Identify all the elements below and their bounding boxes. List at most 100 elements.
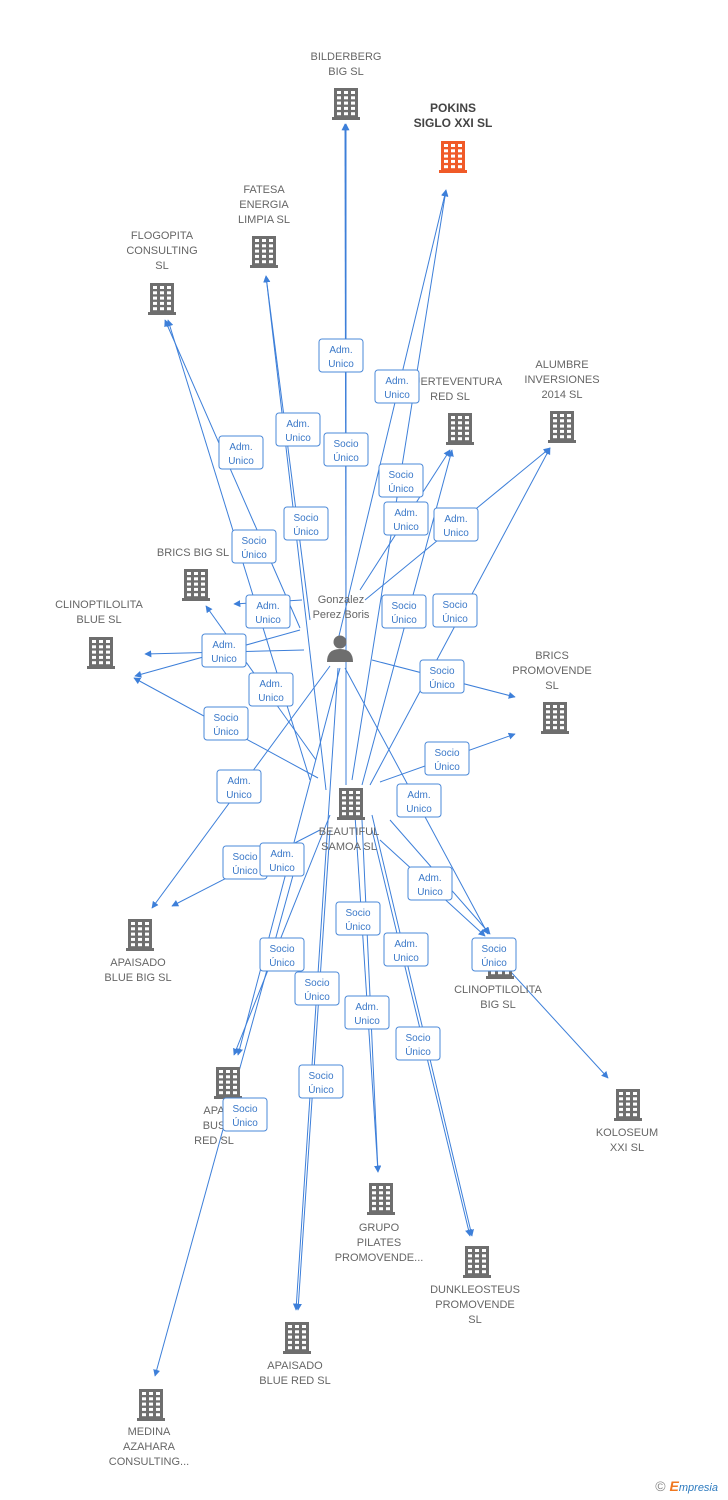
- building-icon-bricsbig[interactable]: [182, 569, 210, 601]
- edge-label-line: Unico: [354, 1016, 380, 1027]
- building-icon-apaisadobus[interactable]: [214, 1067, 242, 1099]
- edge-label-text: Adm.Unico: [226, 776, 252, 801]
- edge-label-line: Socio: [434, 748, 459, 759]
- edge-label-line: Unico: [443, 528, 469, 539]
- edge-label-line: Adm.: [259, 679, 282, 690]
- edge-label-text: Adm.Unico: [443, 514, 469, 539]
- edge-label[interactable]: Adm.Unico: [433, 507, 479, 542]
- edge-label[interactable]: Adm.Unico: [259, 842, 305, 877]
- edge-line: [233, 814, 331, 1056]
- edge-label[interactable]: Adm. Unico: [248, 672, 294, 707]
- building-icon-medina[interactable]: [137, 1389, 165, 1421]
- building-icon-bricspromo[interactable]: [541, 702, 569, 734]
- edge-label-line: Socio: [345, 908, 370, 919]
- building-icon-fatesa[interactable]: [250, 236, 278, 268]
- edge-label-text: Adm.Unico: [285, 419, 311, 444]
- edge-label[interactable]: Adm.Unico: [383, 932, 429, 967]
- edge-label[interactable]: Adm.Unico: [275, 412, 321, 447]
- building-icon-koloseum[interactable]: [614, 1089, 642, 1121]
- node-label-line: 2014 SL: [542, 389, 583, 401]
- edge-label-text: Adm.Unico: [417, 873, 443, 898]
- edge-label[interactable]: Adm.Unico: [407, 866, 453, 901]
- edge-label[interactable]: Adm.Unico: [383, 501, 429, 536]
- building-icon-alumbre[interactable]: [548, 411, 576, 443]
- edge-label-text: Adm.Unico: [406, 790, 432, 815]
- edge-label-line: Unico: [228, 456, 254, 467]
- node-label-bricsbig: BRICS BIG SL: [157, 547, 229, 559]
- node-label-line: SL: [155, 260, 168, 272]
- edge-line: [354, 814, 382, 1173]
- building-icon-apaisadobluered[interactable]: [283, 1322, 311, 1354]
- edge-label-line: Socio: [391, 601, 416, 612]
- building-icon-fuerteventura[interactable]: [446, 413, 474, 445]
- node-label-line: DUNKLEOSTEUS: [430, 1284, 520, 1296]
- building-icon-dunkleosteus[interactable]: [463, 1246, 491, 1278]
- building-icon-clinoblue[interactable]: [87, 637, 115, 669]
- edge-label[interactable]: Adm.Unico: [201, 633, 247, 668]
- edge-label-line: Socio: [232, 852, 257, 863]
- edge-label-line: Adm.: [227, 776, 250, 787]
- edge-label[interactable]: Adm.Unico: [318, 338, 364, 373]
- node-label-line: SIGLO XXI SL: [414, 116, 493, 130]
- building-icon-bilderberg[interactable]: [332, 88, 360, 120]
- edge-label-line: Adm.: [394, 939, 417, 950]
- node-label-line: INVERSIONES: [524, 374, 599, 386]
- node-label-line: KOLOSEUM: [596, 1127, 658, 1139]
- edge-label-line: Unico: [258, 693, 284, 704]
- building-icon-apaisadobluebig[interactable]: [126, 919, 154, 951]
- edge-label[interactable]: Adm.Unico: [374, 369, 420, 404]
- person-icon[interactable]: [327, 635, 353, 663]
- edge-label[interactable]: Adm.Unico: [344, 995, 390, 1030]
- node-label-line: ALUMBRE: [535, 359, 588, 371]
- edge-line: [371, 814, 474, 1237]
- edge-label[interactable]: Adm.Unico: [216, 769, 262, 804]
- edge-label[interactable]: Adm.Unico: [218, 435, 264, 470]
- edge-label-line: Socio: [481, 944, 506, 955]
- building-icon-grupo[interactable]: [367, 1183, 395, 1215]
- edge-line: [337, 189, 448, 641]
- node-label-line: BRICS: [535, 650, 569, 662]
- edge-label-text: Adm. Unico: [258, 679, 284, 704]
- building-icon-pokins[interactable]: [439, 141, 467, 173]
- edge-label-line: Socio: [388, 470, 413, 481]
- footer-brand[interactable]: ©Empresia: [655, 1478, 718, 1494]
- building-icon-beautiful[interactable]: [337, 788, 365, 820]
- node-label-line: BLUE BIG SL: [104, 972, 171, 984]
- edge-label-text: Adm.Unico: [354, 1002, 380, 1027]
- node-label-line: SL: [468, 1314, 481, 1326]
- edge-label-line: Socio: [241, 536, 266, 547]
- building-icon-flogopita[interactable]: [148, 283, 176, 315]
- edge-label[interactable]: Adm.Unico: [245, 594, 291, 629]
- node-label-line: ENERGIA: [239, 199, 289, 211]
- edge-label[interactable]: Adm.Unico: [396, 783, 442, 818]
